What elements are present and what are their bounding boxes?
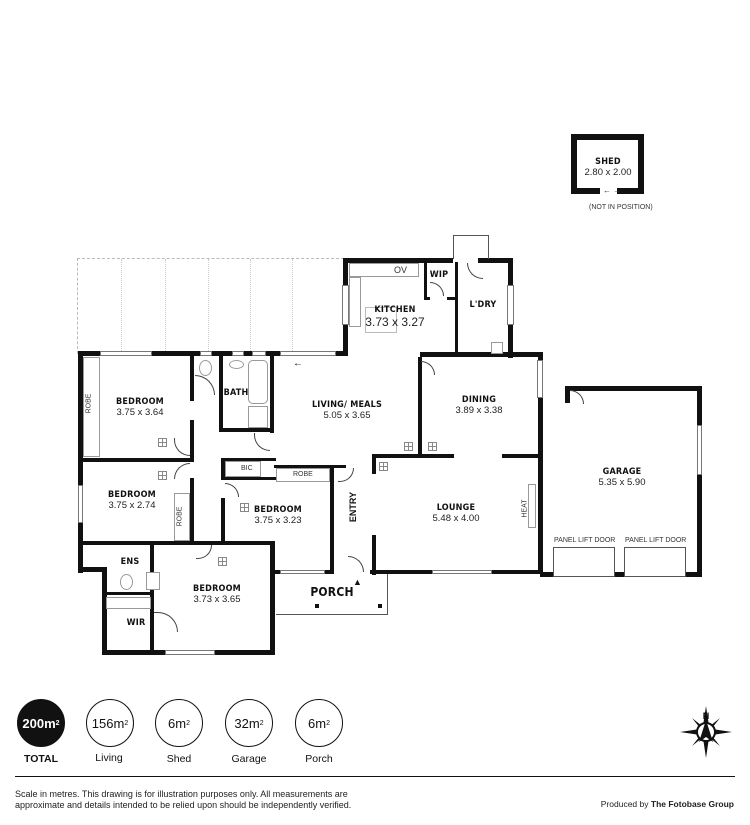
garage-door-2 <box>624 547 686 577</box>
arrow-icon: ← <box>293 358 303 369</box>
robe-label-2: ROBE <box>176 506 184 527</box>
room-name-bedroom-4: BEDROOM <box>193 584 241 594</box>
area-label-garage: Garage <box>231 753 267 765</box>
room-name-lounge: LOUNGE <box>436 503 476 513</box>
room-dims-lounge: 5.48 x 4.00 <box>432 513 480 524</box>
shed-note: (NOT IN POSITION) <box>589 204 653 211</box>
bic-label: BIC <box>241 465 253 472</box>
panel-lift-door-label-1: PANEL LIFT DOOR <box>554 537 616 544</box>
room-name-porch: PORCH <box>310 585 354 599</box>
room-name-kitchen: KITCHEN <box>374 305 416 315</box>
footer-divider <box>15 776 735 777</box>
vent-icon <box>240 503 249 512</box>
room-name-bedroom-3: BEDROOM <box>254 505 302 515</box>
room-name-garage: GARAGE <box>602 467 642 477</box>
room-name-bedroom-2: BEDROOM <box>108 490 156 500</box>
room-dims-garage: 5.35 x 5.90 <box>598 477 646 488</box>
oven-label: OV <box>394 265 408 275</box>
room-dims-shed: 2.80 x 2.00 <box>584 167 632 178</box>
garage-door-1 <box>553 547 615 577</box>
disclaimer-line-2: approximate and details intended to be r… <box>15 800 352 810</box>
room-dims-kitchen: 3.73 x 3.27 <box>365 315 425 329</box>
room-dims-bedroom-3: 3.75 x 3.23 <box>254 515 302 526</box>
vent-icon <box>404 442 413 451</box>
area-label-porch: Porch <box>305 753 333 765</box>
room-name-laundry: L'DRY <box>469 300 497 310</box>
area-label-living: Living <box>95 752 123 764</box>
room-name-bath: BATH <box>223 388 249 398</box>
room-name-wip: WIP <box>429 270 449 280</box>
room-name-ens: ENS <box>120 557 140 567</box>
room-name-entry: ENTRY <box>348 491 359 523</box>
heat-label: HEAT <box>521 499 529 518</box>
disclaimer-line-1: Scale in metres. This drawing is for ill… <box>15 789 348 799</box>
arrow-icon: ↓ <box>454 338 458 347</box>
room-name-dining: DINING <box>461 395 497 405</box>
vent-icon <box>379 462 388 471</box>
room-name-bedroom-1: BEDROOM <box>116 397 164 407</box>
vent-icon <box>158 471 167 480</box>
area-label-total: TOTAL <box>23 753 59 765</box>
produced-by-prefix: Produced by <box>600 799 649 809</box>
vent-icon <box>428 442 437 451</box>
disclaimer: Scale in metres. This drawing is for ill… <box>15 789 351 811</box>
svg-text:N: N <box>703 711 710 721</box>
room-dims-bedroom-2: 3.75 x 2.74 <box>108 500 156 511</box>
room-name-shed: SHED <box>595 157 621 167</box>
room-name-living: LIVING/ MEALS <box>311 400 383 410</box>
north-compass-icon: N <box>680 706 732 758</box>
room-dims-dining: 3.89 x 3.38 <box>455 405 503 416</box>
robe-label-1: ROBE <box>85 393 93 414</box>
vent-icon <box>158 438 167 447</box>
room-dims-bedroom-4: 3.73 x 3.65 <box>193 594 241 605</box>
robe-label-3: ROBE <box>293 471 313 478</box>
panel-lift-door-label-2: PANEL LIFT DOOR <box>625 537 687 544</box>
room-name-wir: WIR <box>126 618 146 628</box>
area-label-shed: Shed <box>166 753 192 765</box>
room-dims-bedroom-1: 3.75 x 3.64 <box>116 407 164 418</box>
room-dims-living: 5.05 x 3.65 <box>323 410 371 421</box>
produced-by-company: The Fotobase Group <box>650 799 734 809</box>
produced-by: Produced by The Fotobase Group <box>601 799 734 809</box>
vent-icon <box>218 557 227 566</box>
